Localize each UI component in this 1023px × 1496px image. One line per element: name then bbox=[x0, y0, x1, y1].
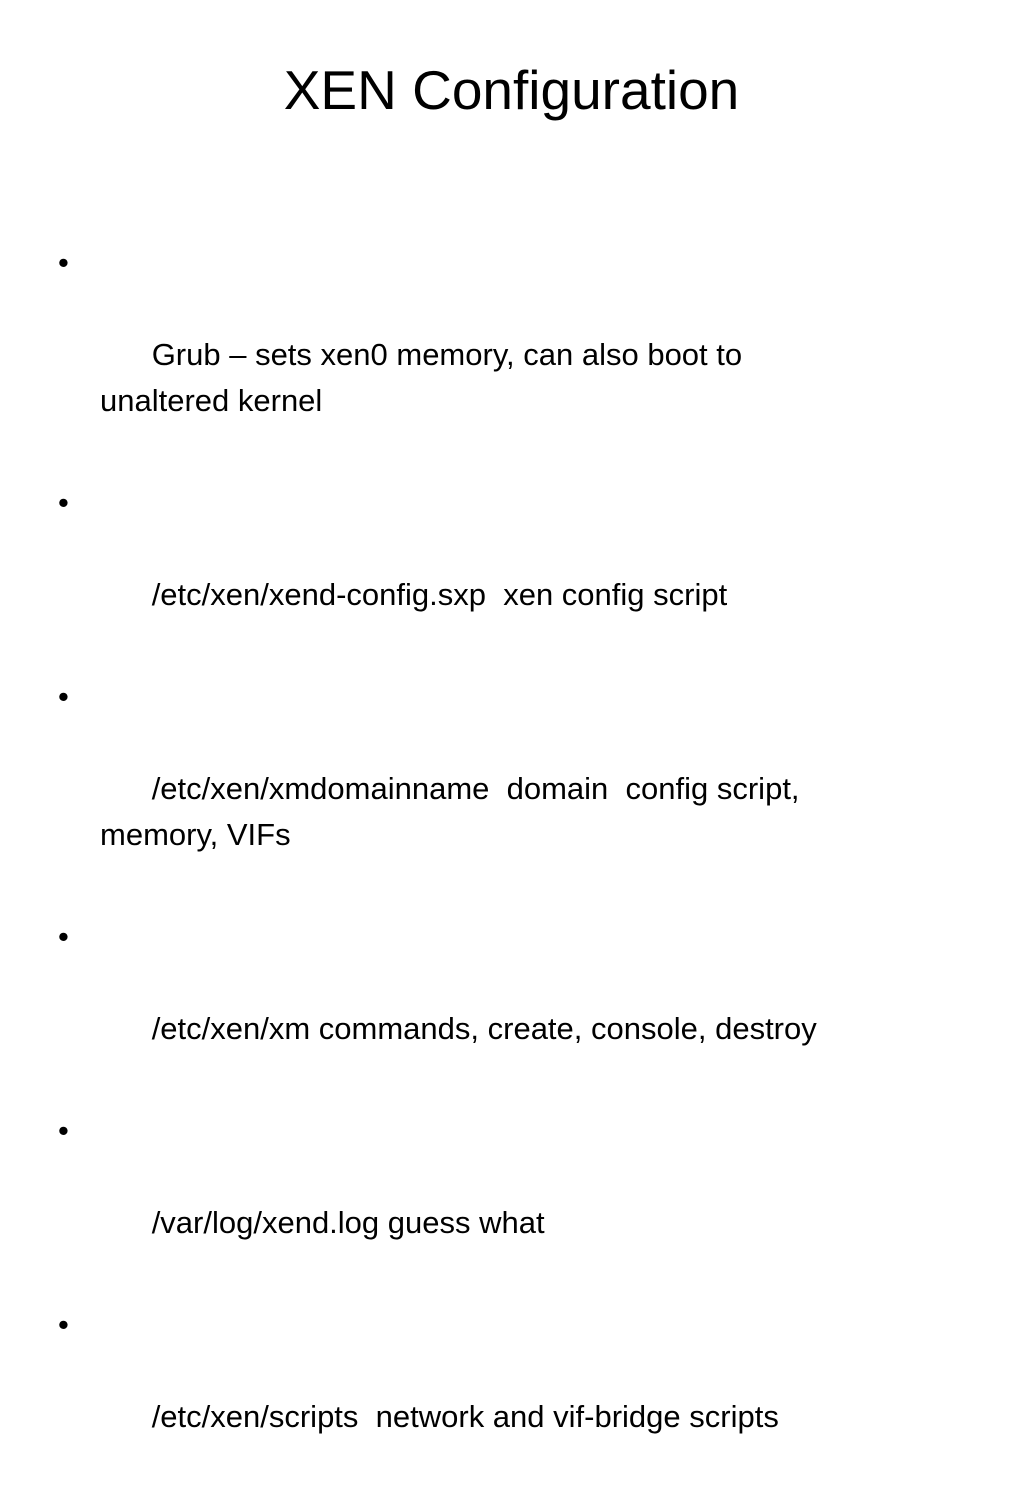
bullet-list: • Grub – sets xen0 memory, can also boot… bbox=[58, 240, 978, 1496]
list-item: • /etc/xen/xm commands, create, console,… bbox=[58, 914, 978, 1098]
list-item: • /etc/xen/xend-config.sxp xen config sc… bbox=[58, 480, 978, 664]
slide-title: XEN Configuration bbox=[283, 59, 740, 121]
bullet-text: /etc/xen/xend-config.sxp xen config scri… bbox=[151, 577, 728, 612]
bullet-dot-icon: • bbox=[58, 1307, 69, 1342]
list-item: • /etc/xen/xmdomainname domain config sc… bbox=[58, 674, 978, 904]
bullet-dot-icon: • bbox=[58, 245, 69, 280]
bullet-dot-icon: • bbox=[58, 919, 69, 954]
slide: XEN Configuration • Grub – sets xen0 mem… bbox=[58, 59, 817, 1434]
bullet-dot-icon: • bbox=[58, 679, 69, 714]
bullet-text: /etc/xen/xm commands, create, console, d… bbox=[151, 1011, 817, 1046]
bullet-text: /etc/xen/xmdomainname domain config scri… bbox=[100, 771, 800, 852]
bullet-text: /var/log/xend.log guess what bbox=[151, 1205, 545, 1240]
bullet-dot-icon: • bbox=[58, 485, 69, 520]
list-item: • /var/log/xend.log guess what bbox=[58, 1108, 978, 1292]
list-item: • /etc/xen/scripts network and vif-bridg… bbox=[58, 1302, 978, 1486]
bullet-dot-icon: • bbox=[58, 1113, 69, 1148]
list-item: • Grub – sets xen0 memory, can also boot… bbox=[58, 240, 978, 470]
bullet-text: Grub – sets xen0 memory, can also boot t… bbox=[100, 337, 743, 418]
bullet-text: /etc/xen/scripts network and vif-bridge … bbox=[151, 1399, 779, 1434]
